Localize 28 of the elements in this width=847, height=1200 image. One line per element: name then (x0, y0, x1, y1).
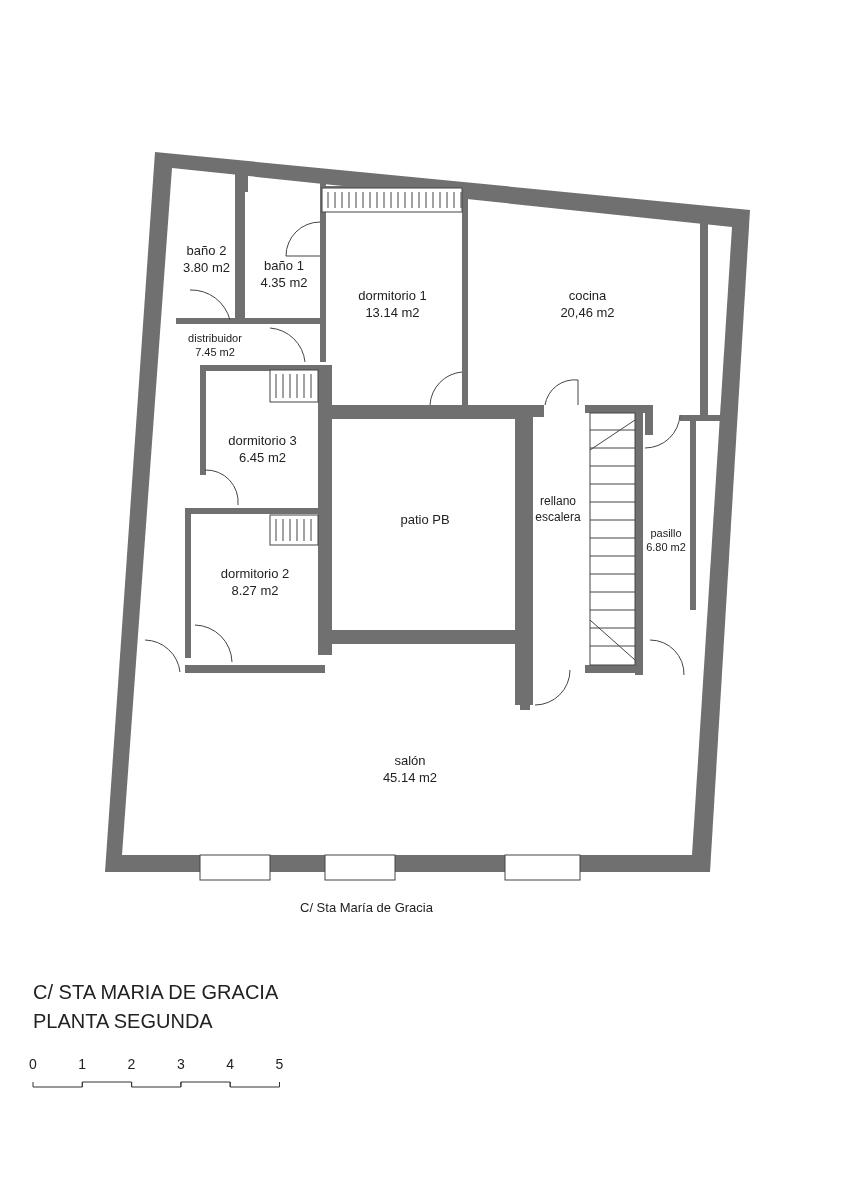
room-area: 13.14 m2 (365, 305, 420, 322)
room-area: 45.14 m2 (382, 770, 438, 787)
room-name: dormitorio 2 (220, 565, 290, 583)
room-name: rellano escalera (534, 494, 582, 526)
room-name: patio PB (400, 511, 450, 529)
room-area: 20,46 m2 (560, 305, 615, 322)
room-area: 4.35 m2 (260, 275, 308, 292)
room-name: dormitorio 1 (358, 288, 427, 305)
room-name: cocina (568, 288, 607, 305)
scale-number: 5 (275, 1056, 284, 1072)
scale-number: 4 (226, 1056, 234, 1072)
scale-number: 2 (127, 1056, 136, 1072)
street-name: C/ Sta María de Gracia (300, 900, 433, 915)
room-area: 8.27 m2 (231, 582, 279, 600)
scale-number: 3 (176, 1056, 185, 1072)
room-name: baño 1 (264, 258, 304, 275)
room-name: dormitorio 3 (228, 433, 297, 450)
room-name: distribuidor (188, 330, 242, 345)
scale-number: 1 (78, 1056, 87, 1072)
room-area: 6.45 m2 (239, 450, 286, 467)
room-area: 3.80 m2 (183, 260, 230, 277)
scale-number: 0 (29, 1056, 37, 1072)
room-name: salón (394, 753, 426, 770)
room-area: 6.80 m2 (646, 540, 686, 555)
plan-title: C/ STA MARIA DE GRACIA PLANTA SEGUNDA (33, 980, 279, 1034)
room-name: baño 2 (186, 243, 227, 260)
room-area: 7.45 m2 (195, 345, 235, 360)
room-name: pasillo (650, 525, 682, 540)
